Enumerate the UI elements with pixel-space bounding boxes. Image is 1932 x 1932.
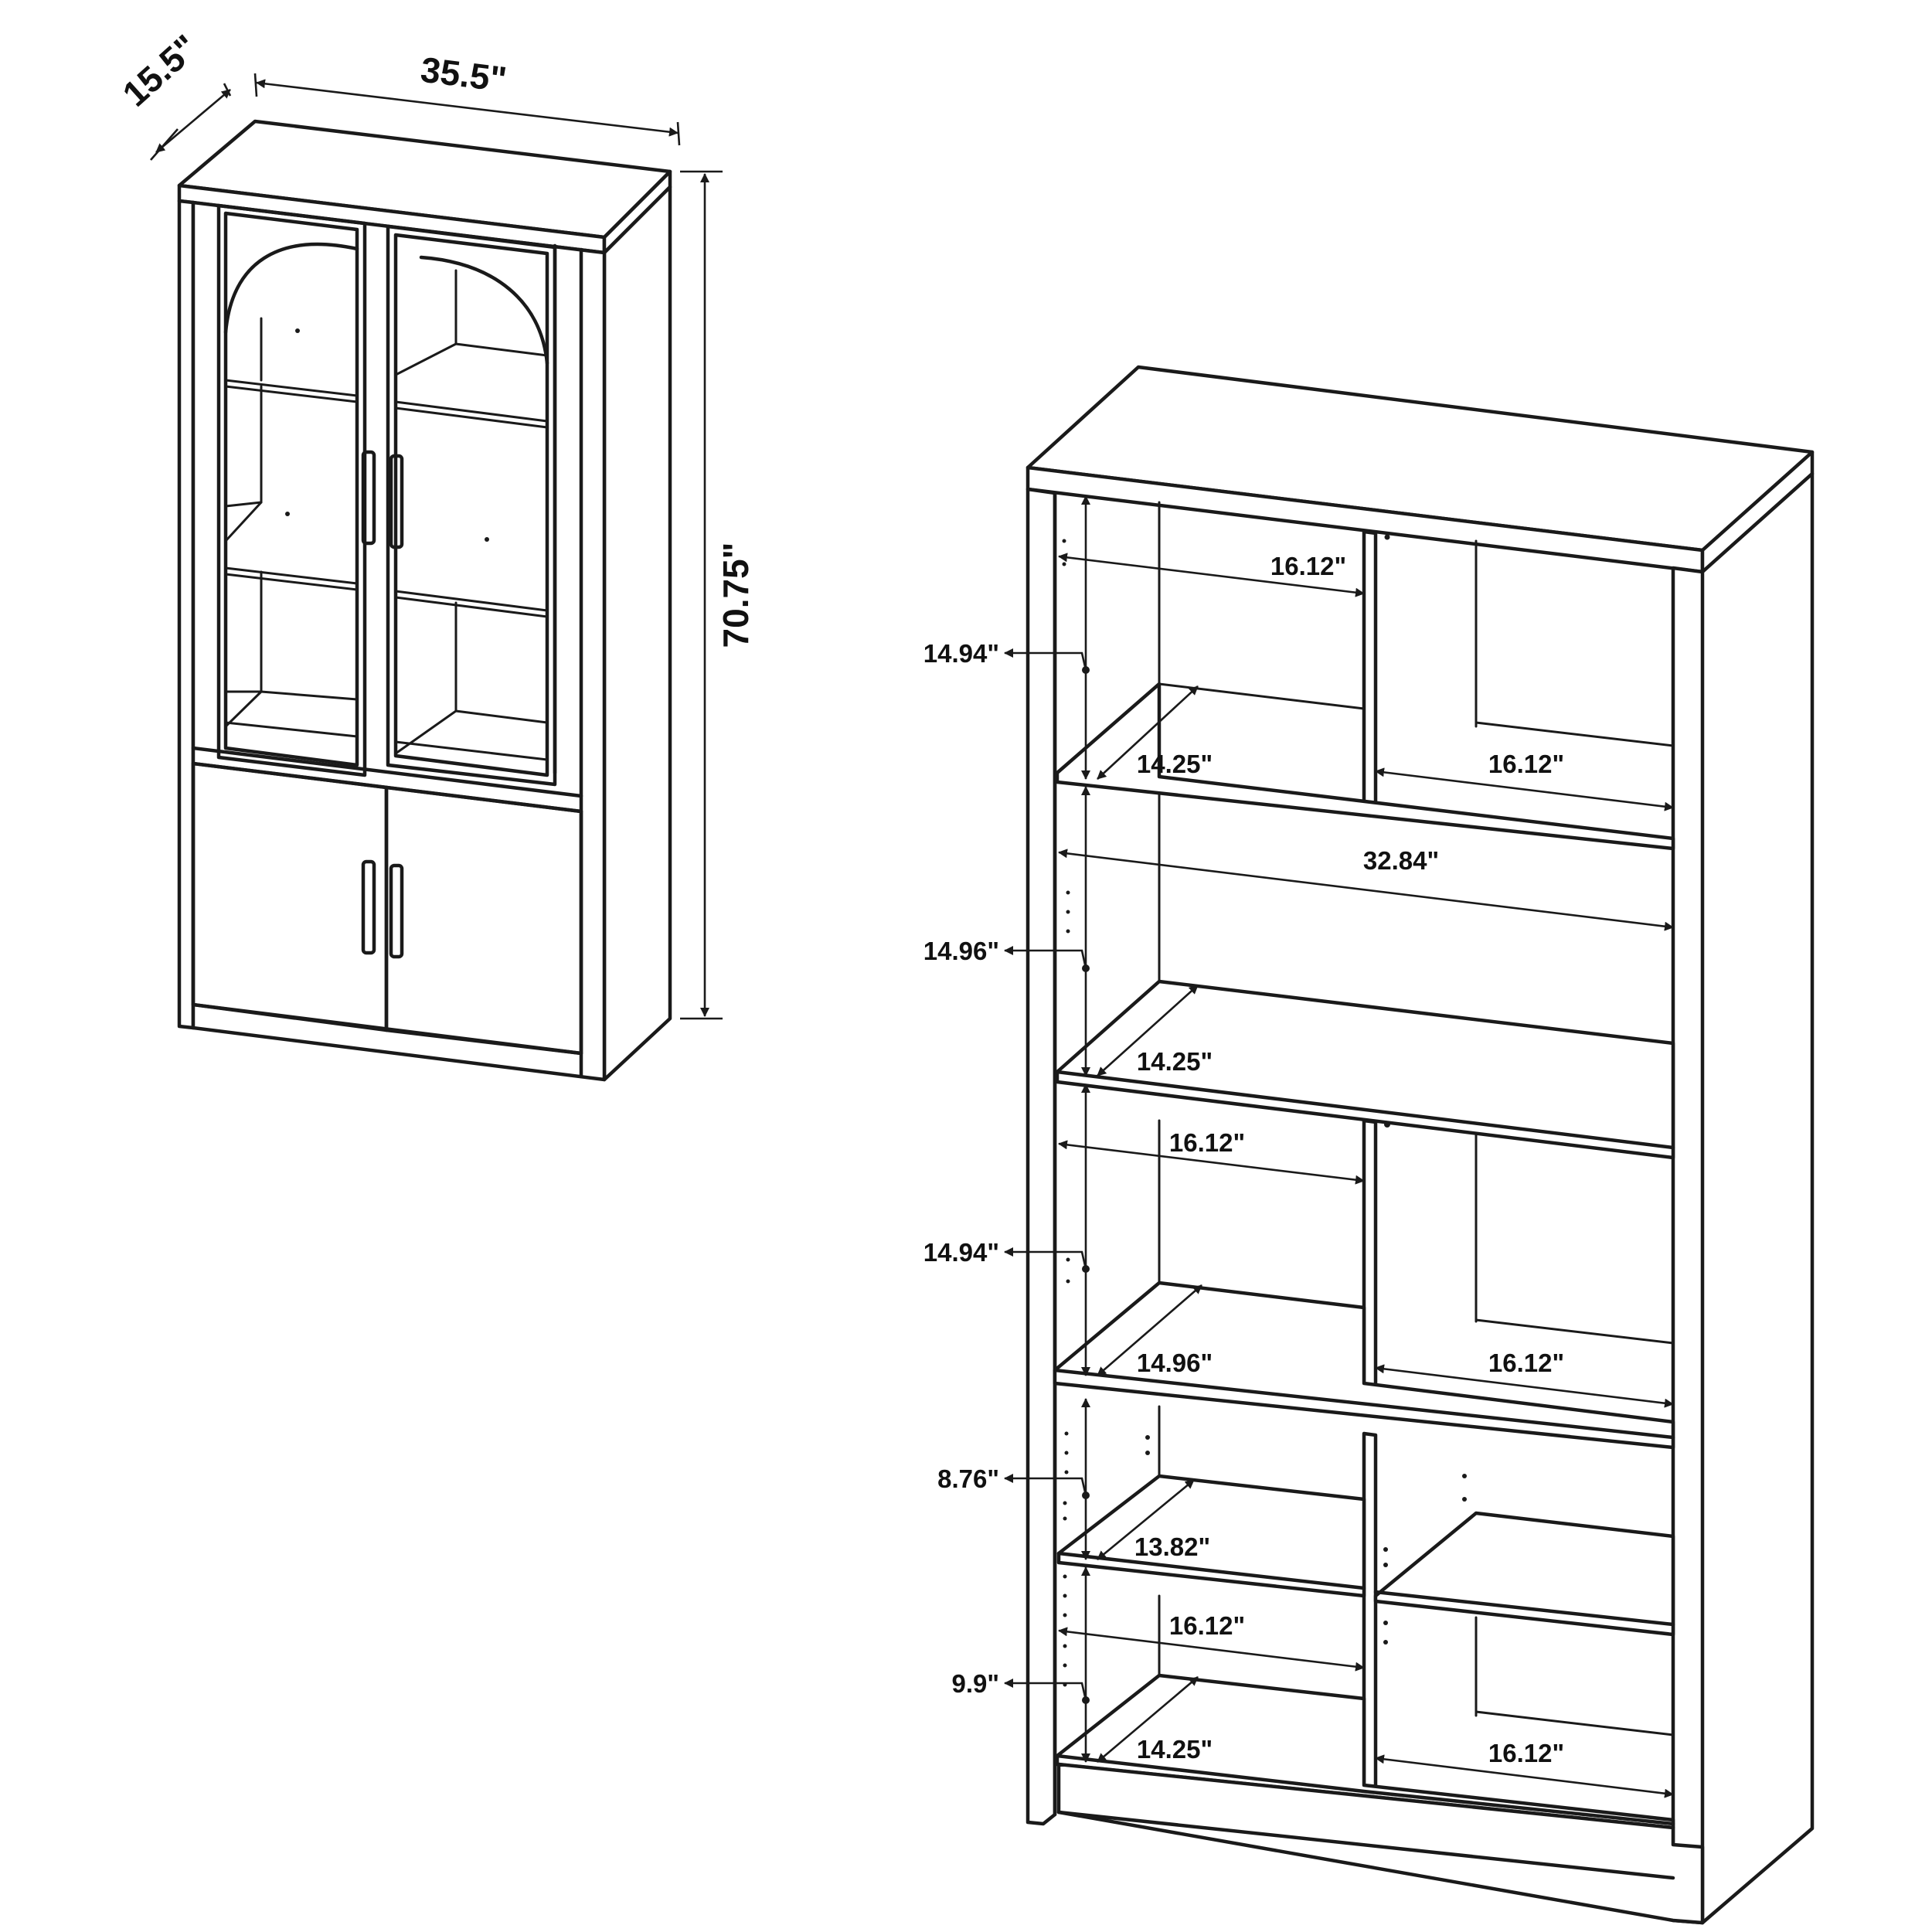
interior-shelf-4-left (1056, 1474, 1366, 1598)
glass-door-left-arch (223, 242, 359, 335)
glass-door-left-handle (361, 450, 376, 546)
glass-door-left (216, 203, 367, 777)
depth-label-shelf-2: 14.25" (1137, 1047, 1213, 1076)
width-label-mid-right: 16.12" (1488, 1349, 1564, 1377)
cabinet-closed-view (177, 119, 672, 1082)
cabinet-front-panel (191, 200, 607, 1082)
interior-right-side-panel (1671, 471, 1815, 1925)
interior-shelf-4-right (1373, 1511, 1675, 1637)
width-label-lower-left: 16.12" (1169, 1611, 1245, 1640)
width-label-top-right: 16.12" (1488, 750, 1564, 778)
cabinet-middle-rail (191, 746, 583, 798)
glass-door-right-arch (419, 255, 549, 366)
height-label-row-3: 14.94" (923, 1238, 999, 1267)
depth-label-shelf-1: 14.25" (1137, 750, 1213, 778)
lower-door-right-handle (389, 863, 404, 959)
interior-shelf-1 (1055, 682, 1675, 851)
depth-label-shelf-4: 13.82" (1134, 1532, 1210, 1561)
width-label-mid-left: 16.12" (1169, 1128, 1245, 1157)
depth-label-shelf-5: 14.25" (1137, 1735, 1213, 1764)
height-label-row-2: 14.96" (923, 937, 999, 965)
width-label-full-span: 32.84" (1363, 846, 1439, 875)
cabinet-left-side-panel (177, 199, 196, 1030)
interior-dimension-lines (1004, 495, 1674, 1798)
height-label-row-5: 9.9" (951, 1669, 999, 1698)
depth-label-shelf-3: 14.96" (1137, 1349, 1213, 1377)
lower-door-left-handle (361, 859, 376, 955)
interior-left-side-panel (1026, 487, 1057, 1826)
overall-dimension-lines (150, 73, 723, 1020)
lower-door-right (384, 785, 583, 1056)
depth-label: 15.5" (115, 27, 206, 114)
height-label-row-1: 14.94" (923, 639, 999, 668)
width-label-top-left: 16.12" (1270, 552, 1346, 580)
cabinet-interior-view (1026, 365, 1815, 1925)
glass-door-right-handle (389, 454, 404, 549)
cabinet-right-side-panel (602, 185, 672, 1082)
width-label: 35.5" (419, 49, 509, 100)
width-label-bottom-right: 16.12" (1488, 1739, 1564, 1767)
glass-door-right (386, 224, 557, 787)
height-label: 70.75" (716, 543, 756, 648)
height-label-row-4: 8.76" (937, 1464, 999, 1493)
interior-divider-top (1362, 529, 1378, 818)
interior-bottom-kick (1056, 1762, 1705, 1925)
